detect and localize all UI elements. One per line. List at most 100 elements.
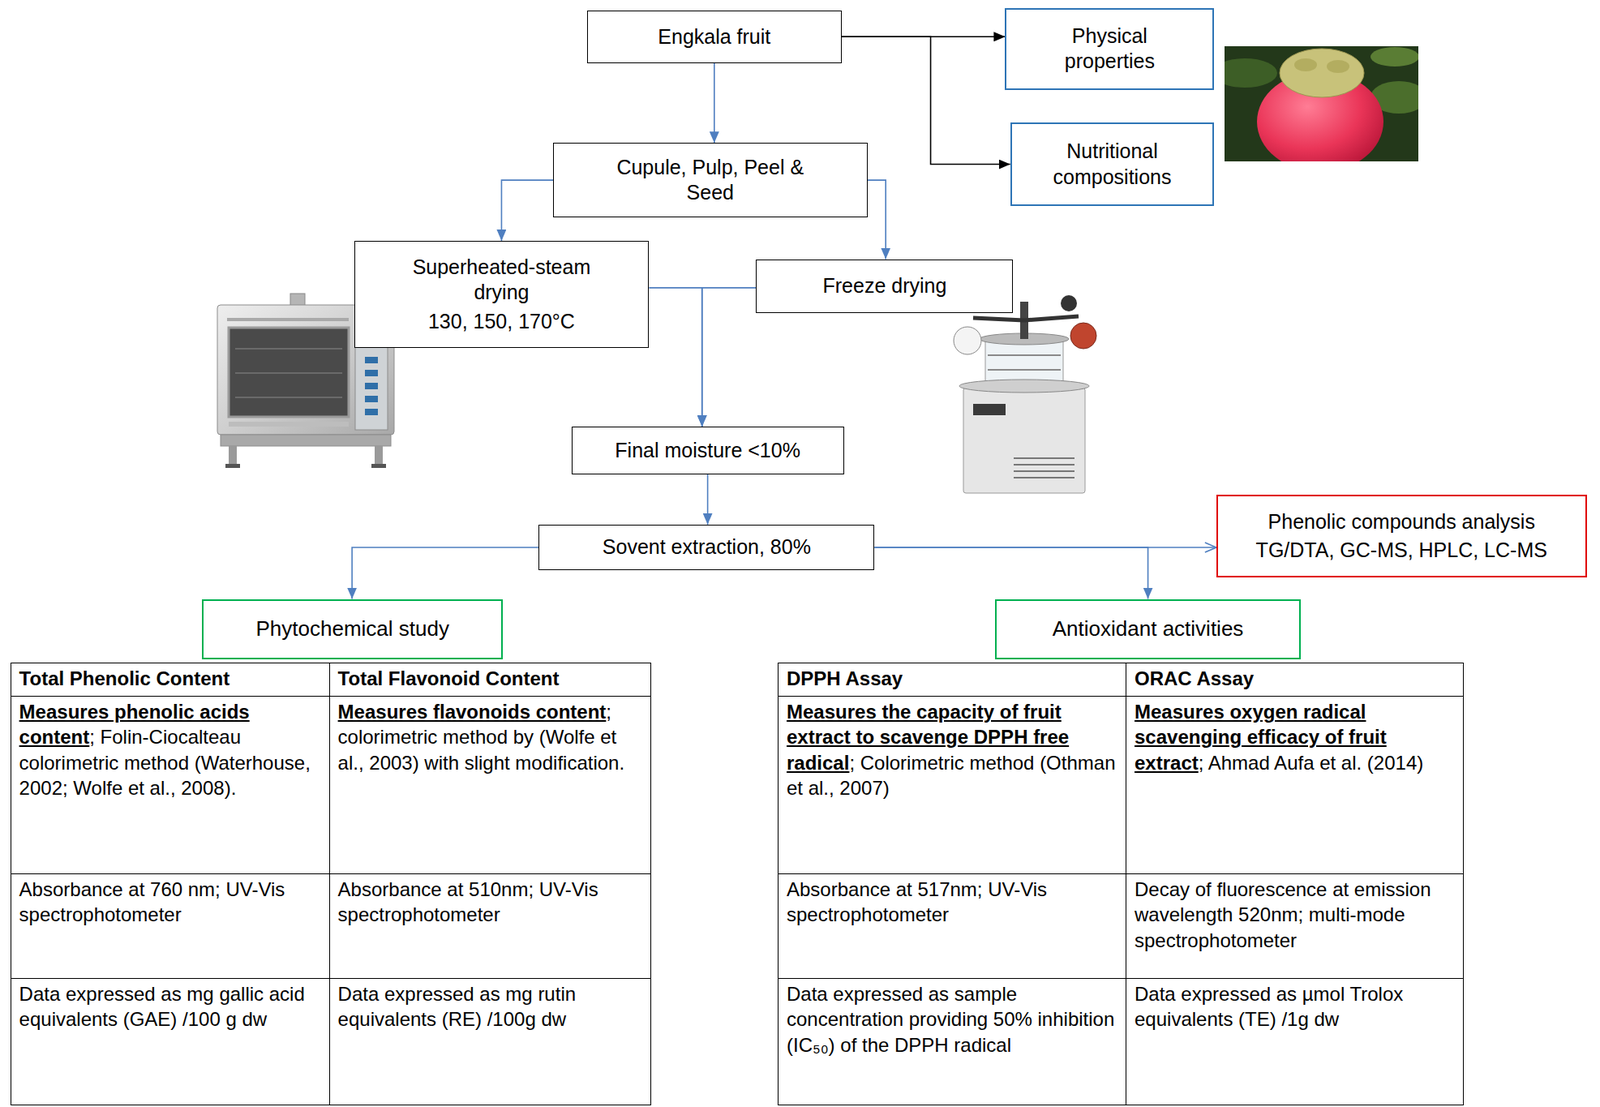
table-text: Absorbance at 517nm; UV-Vis spectrophoto… — [786, 878, 1047, 926]
connector-arrow — [648, 287, 702, 427]
dryer-flask — [1070, 322, 1097, 349]
connector-arrow — [874, 547, 1148, 600]
method-table: Total Phenolic Content Total Flavonoid Co… — [10, 662, 652, 1106]
table-text: Data expressed as sample concentration p… — [786, 982, 1115, 1056]
oven-leg — [228, 446, 237, 466]
output-box: Physical properties — [1004, 8, 1214, 91]
process-box: Cupule, Pulp, Peel & Seed — [553, 142, 868, 218]
node-text: Engkala fruit — [657, 24, 771, 50]
process-box: Engkala fruit — [587, 10, 843, 64]
table-cell: Measures flavonoids content; colorimetri… — [330, 696, 652, 875]
section-box: Antioxidant activities — [995, 599, 1301, 660]
node-text: Freeze drying — [823, 273, 948, 299]
node-text: Superheated-steam drying — [399, 254, 603, 306]
oven-trim — [227, 317, 349, 322]
dryer-vent — [1013, 463, 1075, 466]
table-cell: Data expressed as mg gallic acid equival… — [11, 978, 331, 1106]
dryer-plate — [959, 379, 1090, 393]
node-text: Cupule, Pulp, Peel & Seed — [592, 154, 828, 206]
table-cell: ORAC Assay — [1126, 663, 1464, 697]
connector-arrow — [501, 180, 554, 241]
output-box: Nutritional compositions — [1010, 122, 1215, 206]
oven-window — [228, 327, 349, 417]
table-header: ORAC Assay — [1134, 667, 1254, 690]
table-cell: Absorbance at 510nm; UV-Vis spectrophoto… — [330, 874, 652, 979]
oven-button — [364, 382, 378, 390]
section-box: Phytochemical study — [201, 599, 503, 660]
process-box: Sovent extraction, 80% — [538, 524, 875, 571]
oven-shelf — [235, 347, 343, 350]
oven-button — [364, 395, 378, 403]
oven-shelf — [235, 372, 343, 374]
freeze-dryer-illustration — [953, 295, 1097, 494]
process-box: Superheated-steam drying130, 150, 170°C — [354, 240, 650, 348]
table-text: Data expressed as mg rutin equivalents (… — [338, 982, 576, 1030]
node-text: 130, 150, 170°C — [428, 308, 575, 335]
table-cell: Decay of fluorescence at emission wavele… — [1126, 874, 1464, 979]
node-text: TG/DTA, GC-MS, HPLC, LC-MS — [1256, 537, 1548, 563]
dryer-display — [973, 403, 1006, 416]
cupule-lobe — [1294, 58, 1317, 72]
dryer-shelf — [987, 368, 1061, 371]
dryer-vent — [1013, 457, 1075, 459]
process-box: Final moisture <10% — [571, 426, 845, 475]
node-text: Final moisture <10% — [614, 437, 801, 464]
oven-shelf — [235, 396, 343, 399]
fruit-cupule — [1279, 48, 1365, 98]
table-cell: Absorbance at 517nm; UV-Vis spectrophoto… — [778, 874, 1127, 979]
node-text: Sovent extraction, 80% — [602, 534, 811, 560]
method-table: DPPH Assay ORAC AssayMeasures the capacit… — [777, 662, 1464, 1106]
analysis-box: Phenolic compounds analysisTG/DTA, GC-MS… — [1216, 494, 1588, 578]
node-text: Phytochemical study — [256, 615, 450, 643]
table-cell: Measures phenolic acids content; Folin-C… — [11, 696, 331, 875]
process-box: Freeze drying — [755, 259, 1013, 314]
cupule-lobe — [1326, 60, 1350, 73]
table-text: ; Ahmad Aufa et al. (2014) — [1198, 751, 1425, 774]
dryer-arm — [973, 317, 1025, 321]
dryer-arm — [1024, 316, 1079, 321]
oven-foot — [225, 463, 241, 468]
table-cell: DPPH Assay — [778, 663, 1127, 697]
table-cell: Total Phenolic Content — [11, 663, 331, 697]
table-cell: Absorbance at 760 nm; UV-Vis spectrophot… — [11, 874, 331, 979]
connector-arrow — [702, 287, 757, 427]
table-text: Decay of fluorescence at emission wavele… — [1134, 878, 1432, 951]
table-cell: Measures the capacity of fruit extract t… — [778, 696, 1127, 875]
oven-base — [220, 434, 391, 447]
connector-arrow — [867, 180, 887, 260]
dryer-vent — [1013, 470, 1075, 472]
connector-arrow — [351, 547, 539, 600]
oven-handle — [228, 421, 349, 427]
connector-arrow — [707, 474, 709, 525]
node-text: Nutritional compositions — [1031, 138, 1194, 190]
oven-button — [364, 356, 378, 364]
table-header: DPPH Assay — [786, 667, 903, 690]
table-text: Data expressed as mg gallic acid equival… — [19, 982, 305, 1030]
table-text: Absorbance at 760 nm; UV-Vis spectrophot… — [19, 878, 286, 926]
node-text: Antioxidant activities — [1052, 615, 1244, 643]
node-text: Phenolic compounds analysis — [1268, 509, 1536, 535]
connector-arrow — [713, 63, 716, 143]
dryer-shelf — [987, 354, 1061, 357]
oven-foot — [371, 463, 387, 468]
oven-button — [364, 408, 378, 416]
table-header: Total Flavonoid Content — [338, 667, 560, 690]
dryer-flask — [953, 326, 982, 355]
table-cell: Measures oxygen radical scavenging effic… — [1126, 696, 1464, 875]
connector-arrow — [874, 546, 1217, 549]
table-text: Data expressed as µmol Trolox equivalent… — [1134, 982, 1403, 1030]
table-text: Measures flavonoids content — [338, 700, 607, 723]
leaf — [1370, 47, 1419, 67]
dryer-base — [963, 387, 1086, 494]
table-cell: Data expressed as µmol Trolox equivalent… — [1126, 978, 1464, 1106]
table-cell: Data expressed as mg rutin equivalents (… — [330, 978, 652, 1106]
table-header: Total Phenolic Content — [19, 667, 231, 690]
dryer-vent — [1013, 476, 1075, 479]
table-text: Absorbance at 510nm; UV-Vis spectrophoto… — [338, 878, 599, 926]
fruit-photo — [1224, 46, 1419, 162]
oven-leg — [374, 446, 383, 466]
table-cell: Total Flavonoid Content — [330, 663, 652, 697]
table-cell: Data expressed as sample concentration p… — [778, 978, 1127, 1106]
oven-button — [364, 369, 378, 377]
